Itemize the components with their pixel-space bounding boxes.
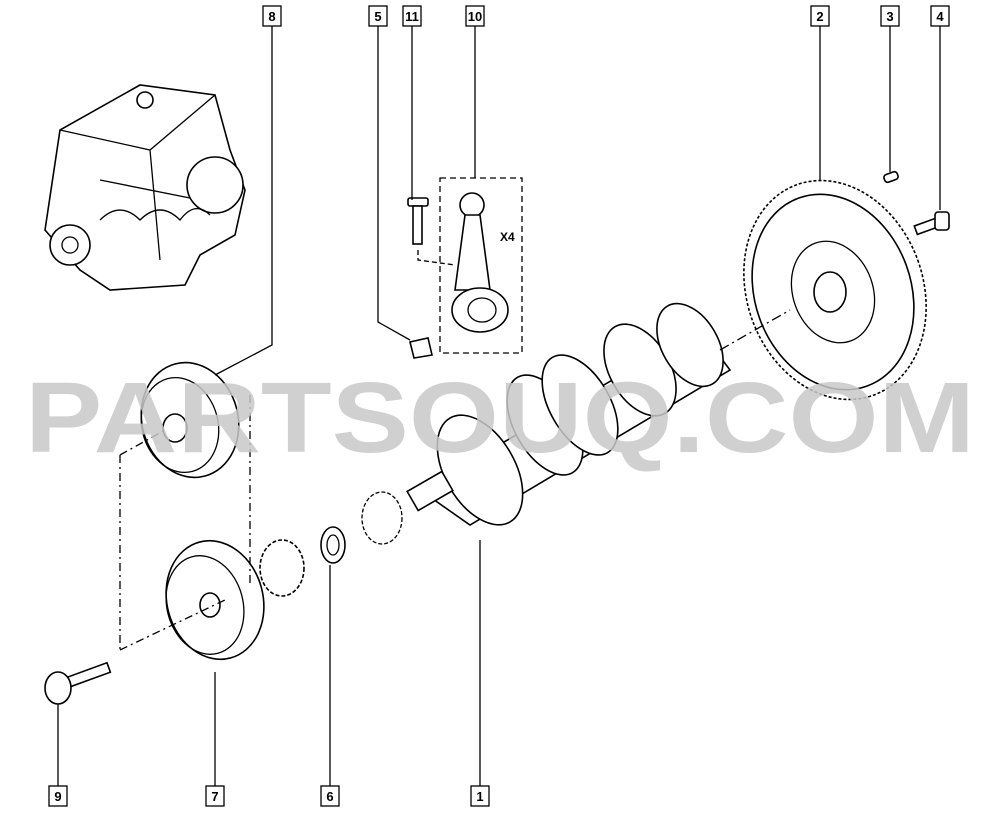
callout-6[interactable]: 6	[320, 785, 340, 807]
svg-text:5: 5	[374, 9, 381, 24]
rod-nut-part	[409, 337, 433, 359]
connecting-rod-part	[451, 192, 509, 333]
engine-overview-illustration	[44, 84, 246, 291]
leader-lines	[57, 26, 941, 786]
flywheel-dowel-part	[883, 170, 899, 184]
callout-8[interactable]: 8	[262, 5, 282, 27]
callout-1[interactable]: 1	[470, 785, 490, 807]
flywheel-bolt-part	[913, 211, 950, 236]
svg-text:8: 8	[268, 9, 275, 24]
callout-11[interactable]: 11	[402, 5, 422, 27]
quantity-note: X4	[500, 230, 515, 244]
svg-text:3: 3	[886, 9, 893, 24]
svg-text:4: 4	[936, 9, 944, 24]
callout-2[interactable]: 2	[810, 5, 830, 27]
crankshaft-part	[406, 302, 791, 526]
svg-text:2: 2	[816, 9, 823, 24]
svg-text:6: 6	[326, 789, 333, 804]
callout-5[interactable]: 5	[368, 5, 388, 27]
bearing-part	[320, 526, 346, 564]
watermark: PARTSOUQ.COM	[25, 362, 975, 474]
svg-text:11: 11	[405, 9, 419, 24]
damper-pulley-part	[140, 361, 240, 479]
svg-text:1: 1	[476, 789, 483, 804]
callout-10[interactable]: 10	[465, 5, 485, 27]
pulley-bolt-part	[44, 661, 112, 705]
assembly-axis-lines	[119, 395, 251, 651]
svg-text:10: 10	[468, 9, 482, 24]
connecting-rod-group-box	[439, 177, 523, 354]
callout-4[interactable]: 4	[930, 5, 950, 27]
flywheel-part	[743, 179, 927, 401]
callout-9[interactable]: 9	[48, 785, 68, 807]
timing-gear-part	[259, 491, 403, 597]
callout-7[interactable]: 7	[205, 785, 225, 807]
callout-3[interactable]: 3	[880, 5, 900, 27]
rod-bolt-part	[407, 197, 456, 266]
svg-text:9: 9	[54, 789, 61, 804]
crankshaft-pulley-part	[165, 539, 265, 661]
svg-text:7: 7	[211, 789, 218, 804]
